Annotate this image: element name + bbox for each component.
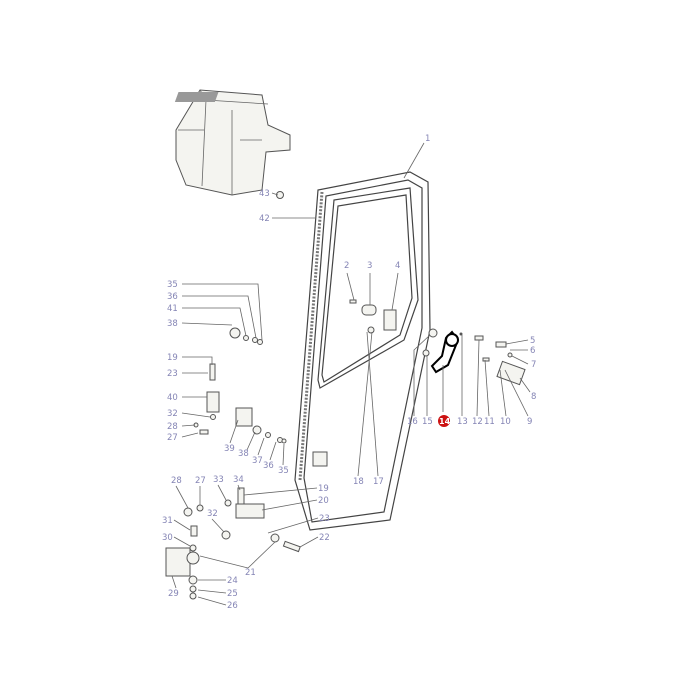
callout-32: 32	[207, 509, 218, 519]
callout-10: 10	[500, 417, 511, 427]
callout-26: 26	[227, 601, 238, 611]
callout-16: 16	[407, 417, 418, 427]
callout-3: 3	[367, 261, 372, 271]
callout-36: 36	[167, 292, 178, 302]
callout-27: 27	[195, 476, 206, 486]
callout-24: 24	[227, 576, 238, 586]
callout-1: 1	[425, 134, 430, 144]
callout-35: 35	[278, 466, 289, 476]
callout-41: 41	[167, 304, 178, 314]
callout-11: 11	[484, 417, 495, 427]
callout-labels: 1 43 42 2 3 4 35 36 41 38 19 23 40 32 28…	[162, 134, 536, 611]
callout-6: 6	[530, 346, 535, 356]
callout-37: 37	[252, 456, 263, 466]
callout-32: 32	[167, 409, 178, 419]
callout-28: 28	[171, 476, 182, 486]
door-handle-14	[430, 330, 460, 374]
callout-23: 23	[167, 369, 178, 379]
callout-38: 38	[167, 319, 178, 329]
callout-12: 12	[472, 417, 483, 427]
callout-9: 9	[527, 417, 532, 427]
callout-22: 22	[319, 533, 330, 543]
callout-33: 33	[213, 475, 224, 485]
callout-36: 36	[263, 461, 274, 471]
callout-15: 15	[422, 417, 433, 427]
callout-23: 23	[319, 514, 330, 524]
tractor-cab-illustration	[174, 89, 291, 196]
callout-28: 28	[167, 422, 178, 432]
callout-21: 21	[245, 568, 256, 578]
small-parts	[165, 191, 526, 600]
callout-25: 25	[227, 589, 238, 599]
callout-18: 18	[353, 477, 364, 487]
callout-19: 19	[318, 484, 329, 494]
callout-30: 30	[162, 533, 173, 543]
callout-31: 31	[162, 516, 173, 526]
callout-29: 29	[168, 589, 179, 599]
callout-27: 27	[167, 433, 178, 443]
callout-4: 4	[395, 261, 400, 271]
callout-7: 7	[531, 360, 536, 370]
callout-20: 20	[318, 496, 329, 506]
callout-34: 34	[233, 475, 244, 485]
callout-38: 38	[238, 449, 249, 459]
callout-43: 43	[259, 189, 270, 199]
callout-40: 40	[167, 393, 178, 403]
leader-lines	[171, 142, 531, 606]
callout-35: 35	[167, 280, 178, 290]
callout-17: 17	[373, 477, 384, 487]
callout-39: 39	[224, 444, 235, 454]
callout-13: 13	[457, 417, 468, 427]
callout-42: 42	[259, 214, 270, 224]
highlight-marker	[438, 415, 450, 427]
callout-19: 19	[167, 353, 178, 363]
callout-14-highlighted[interactable]: 14	[439, 417, 451, 426]
door-frame	[294, 171, 431, 531]
callout-8: 8	[531, 392, 536, 402]
callout-5: 5	[530, 336, 535, 346]
callout-2: 2	[344, 261, 349, 271]
